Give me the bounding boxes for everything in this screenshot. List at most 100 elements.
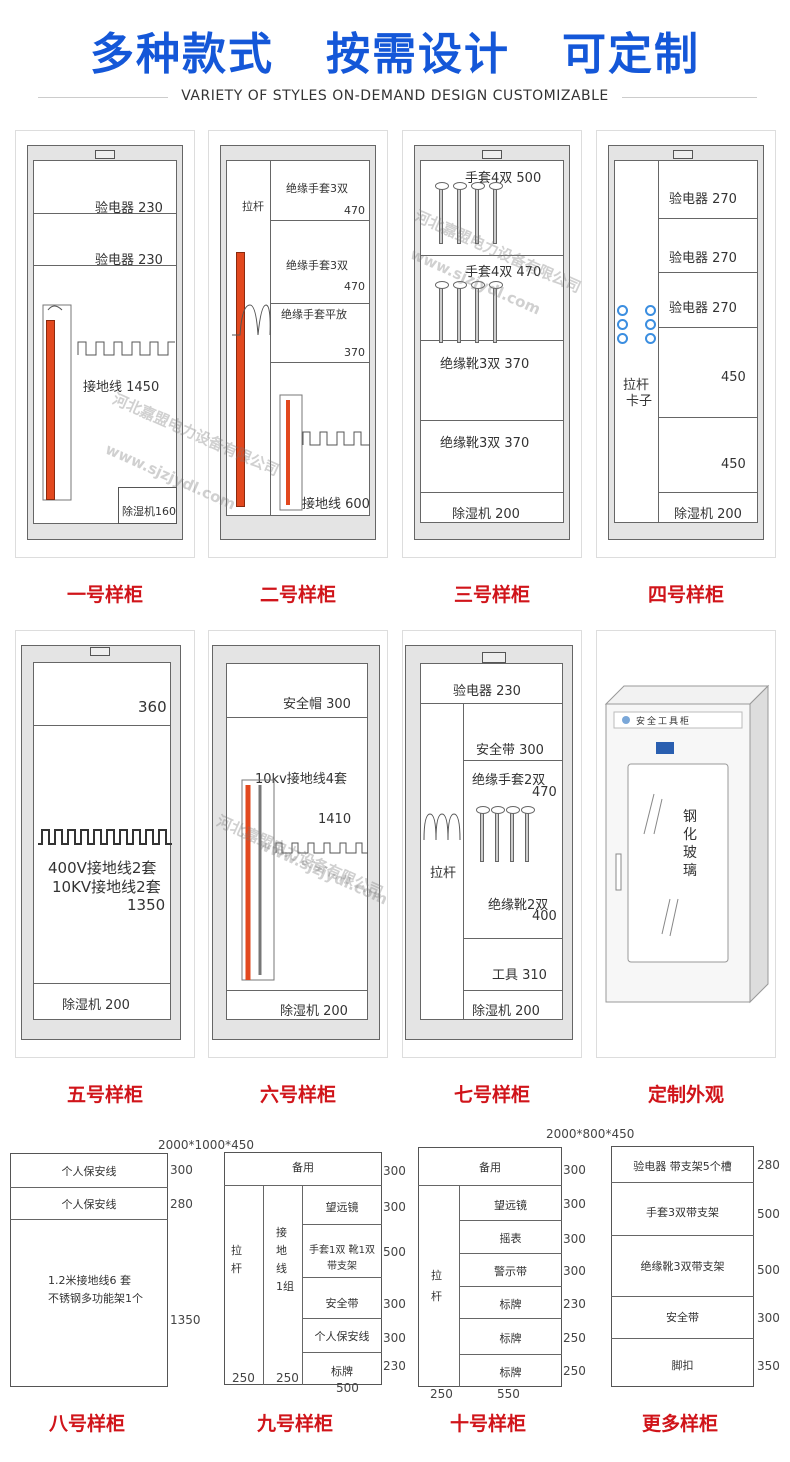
- glove-hanger-icon: [471, 281, 485, 343]
- compartment-label: 绝缘手套3双: [286, 259, 348, 272]
- dimension-label: 300: [563, 1163, 586, 1177]
- dimension-label: 250: [276, 1371, 299, 1385]
- cabinet-outline: [10, 1153, 168, 1387]
- compartment-label: 标牌: [331, 1365, 353, 1378]
- glove-hanger-icon: [471, 182, 485, 244]
- dehumidifier-label: 除湿机160: [122, 505, 176, 518]
- dimension-label: 250: [232, 1371, 255, 1385]
- compartment-label: 验电器 270: [669, 192, 737, 207]
- rod-hook-icon: [423, 813, 461, 841]
- dimension-label: 300: [383, 1297, 406, 1311]
- compartment-label: 1410: [318, 812, 352, 827]
- compartment-label: 370: [344, 346, 365, 359]
- compartment-label: 卡子: [626, 394, 653, 409]
- dehumidifier-label: 除湿机 200: [674, 507, 742, 522]
- dimension-label: 230: [383, 1359, 406, 1373]
- dimension-label: 1350: [170, 1313, 201, 1327]
- shelf: [226, 990, 368, 991]
- dimension-label: 300: [383, 1200, 406, 1214]
- shelf: [611, 1296, 754, 1297]
- glove-hanger-icon: [489, 182, 503, 244]
- dimension-label: 500: [757, 1263, 780, 1277]
- cabinet-1-caption: 一号样柜: [66, 584, 143, 606]
- compartment-label: 手套3双带支架: [646, 1206, 719, 1219]
- dimension-label: 250: [563, 1331, 586, 1345]
- compartment-label: 拉杆: [430, 866, 457, 881]
- cabinet-5-caption: 五号样柜: [66, 1084, 143, 1106]
- compartment-label: 备用: [479, 1161, 501, 1174]
- shelf: [270, 220, 370, 221]
- custom-appearance-caption: 定制外观: [647, 1084, 724, 1106]
- compartment-label: 绝缘靴2双: [488, 898, 549, 913]
- compartment-label: 拉: [431, 1269, 442, 1282]
- dehumidifier-label: 除湿机 200: [62, 998, 130, 1013]
- shelf: [270, 303, 370, 304]
- compartment-label: 手套1双 靴1双: [309, 1245, 375, 1256]
- shelf: [226, 717, 368, 718]
- compartment-label: 1组: [276, 1280, 294, 1293]
- compartment-label: 470: [532, 785, 557, 800]
- page-subtitle: VARIETY OF STYLES ON-DEMAND DESIGN CUSTO…: [181, 88, 609, 104]
- glove-hanger-icon: [521, 806, 535, 862]
- handle-icon: [95, 150, 115, 159]
- shelf: [420, 492, 564, 493]
- dimension-label: 550: [497, 1387, 520, 1401]
- divider: [622, 97, 757, 98]
- compartment-label: 安全带 300: [476, 743, 544, 758]
- cabinet-2-caption: 二号样柜: [259, 584, 336, 606]
- cabinet-8-caption: 八号样柜: [48, 1413, 125, 1435]
- cabinet-4-caption: 四号样柜: [647, 584, 724, 606]
- shelf: [270, 362, 370, 363]
- compartment-label: 拉杆: [242, 200, 264, 213]
- dimension-label: 300: [563, 1232, 586, 1246]
- cabinet-interior: [420, 663, 563, 1020]
- compartment-label: 10kv接地线4套: [255, 772, 348, 787]
- dimension-label: 350: [757, 1359, 780, 1373]
- cabinet-outline: [611, 1146, 754, 1387]
- compartment-label: 杆: [231, 1262, 242, 1275]
- glass-label: 璃: [683, 863, 697, 879]
- cabinet-interior: [420, 160, 564, 523]
- compartment-label: 接: [276, 1226, 287, 1239]
- insulating-rod-icon: [236, 252, 245, 507]
- shelf: [463, 938, 563, 939]
- compartment-label: 绝缘靴3双 370: [440, 436, 530, 451]
- compartment-label: 脚扣: [671, 1359, 694, 1372]
- compartment-label: 手套4双 500: [465, 171, 542, 186]
- dimension-label: 2000*1000*450: [158, 1138, 254, 1152]
- compartment-label: 摇表: [499, 1232, 522, 1245]
- shelf: [611, 1235, 754, 1236]
- divider: [658, 160, 659, 523]
- shelf: [420, 340, 564, 341]
- glove-hanger-icon: [435, 281, 449, 343]
- compartment-label: 360: [138, 698, 167, 716]
- dimension-label: 280: [170, 1197, 193, 1211]
- ground-wire-icon: [232, 304, 370, 511]
- glove-hanger-icon: [476, 806, 490, 862]
- dimension-label: 300: [170, 1163, 193, 1177]
- shelf: [10, 1187, 168, 1188]
- shelf: [658, 272, 758, 273]
- dimension-label: 280: [757, 1158, 780, 1172]
- shelf: [224, 1185, 382, 1186]
- dimension-label: 300: [383, 1164, 406, 1178]
- clip-ring-icon: [645, 319, 656, 330]
- compartment-label: 接地线 600: [302, 497, 370, 512]
- dehumidifier-label: 除湿机 200: [472, 1004, 540, 1019]
- shelf: [420, 255, 564, 256]
- glove-hanger-icon: [506, 806, 520, 862]
- compartment-label: 470: [344, 280, 365, 293]
- ground-wire-icon: [241, 779, 368, 981]
- handle-icon: [482, 652, 506, 663]
- compartment-label: 手套4双 470: [465, 265, 542, 280]
- handle-icon: [90, 647, 110, 656]
- cabinet-7-caption: 七号样柜: [453, 1084, 530, 1106]
- shelf: [418, 1185, 562, 1186]
- glove-hanger-icon: [453, 281, 467, 343]
- shelf: [302, 1318, 382, 1319]
- cabinet-3-caption: 三号样柜: [453, 584, 530, 606]
- shelf: [459, 1354, 562, 1355]
- compartment-label: 安全帽 300: [283, 697, 351, 712]
- compartment-label: 不锈钢多功能架1个: [48, 1292, 143, 1305]
- compartment-label: 验电器 230: [95, 201, 163, 216]
